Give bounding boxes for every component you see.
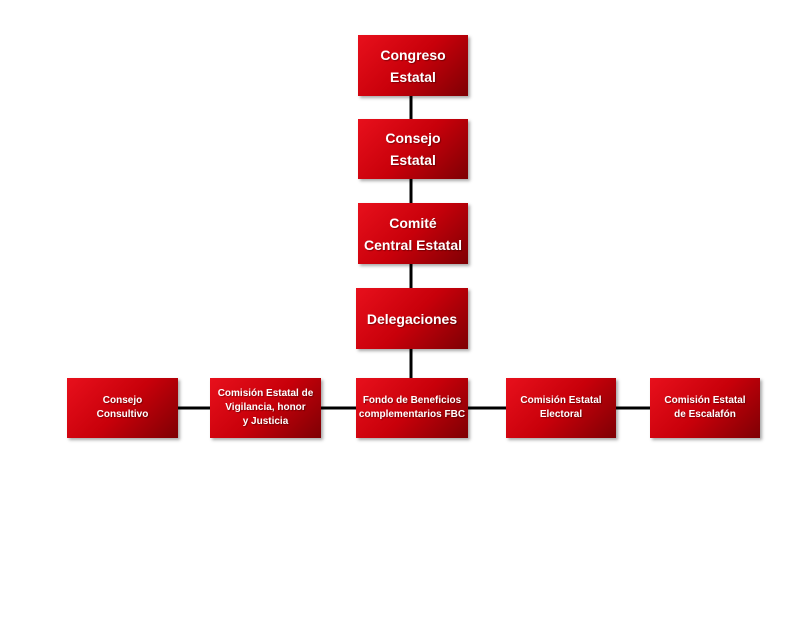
node-congreso-estatal: Congreso Estatal [358, 35, 468, 96]
node-comision-escalafon: Comisión Estatal de Escalafón [650, 378, 760, 438]
node-delegaciones: Delegaciones [356, 288, 468, 349]
node-comision-vigilancia: Comisión Estatal de Vigilancia, honor y … [210, 378, 321, 438]
node-comision-electoral: Comisión Estatal Electoral [506, 378, 616, 438]
node-fondo-beneficios: Fondo de Beneficios complementarios FBC [356, 378, 468, 438]
node-consejo-estatal: Consejo Estatal [358, 119, 468, 179]
node-consejo-consultivo: Consejo Consultivo [67, 378, 178, 438]
node-comite-central-estatal: Comité Central Estatal [358, 203, 468, 264]
